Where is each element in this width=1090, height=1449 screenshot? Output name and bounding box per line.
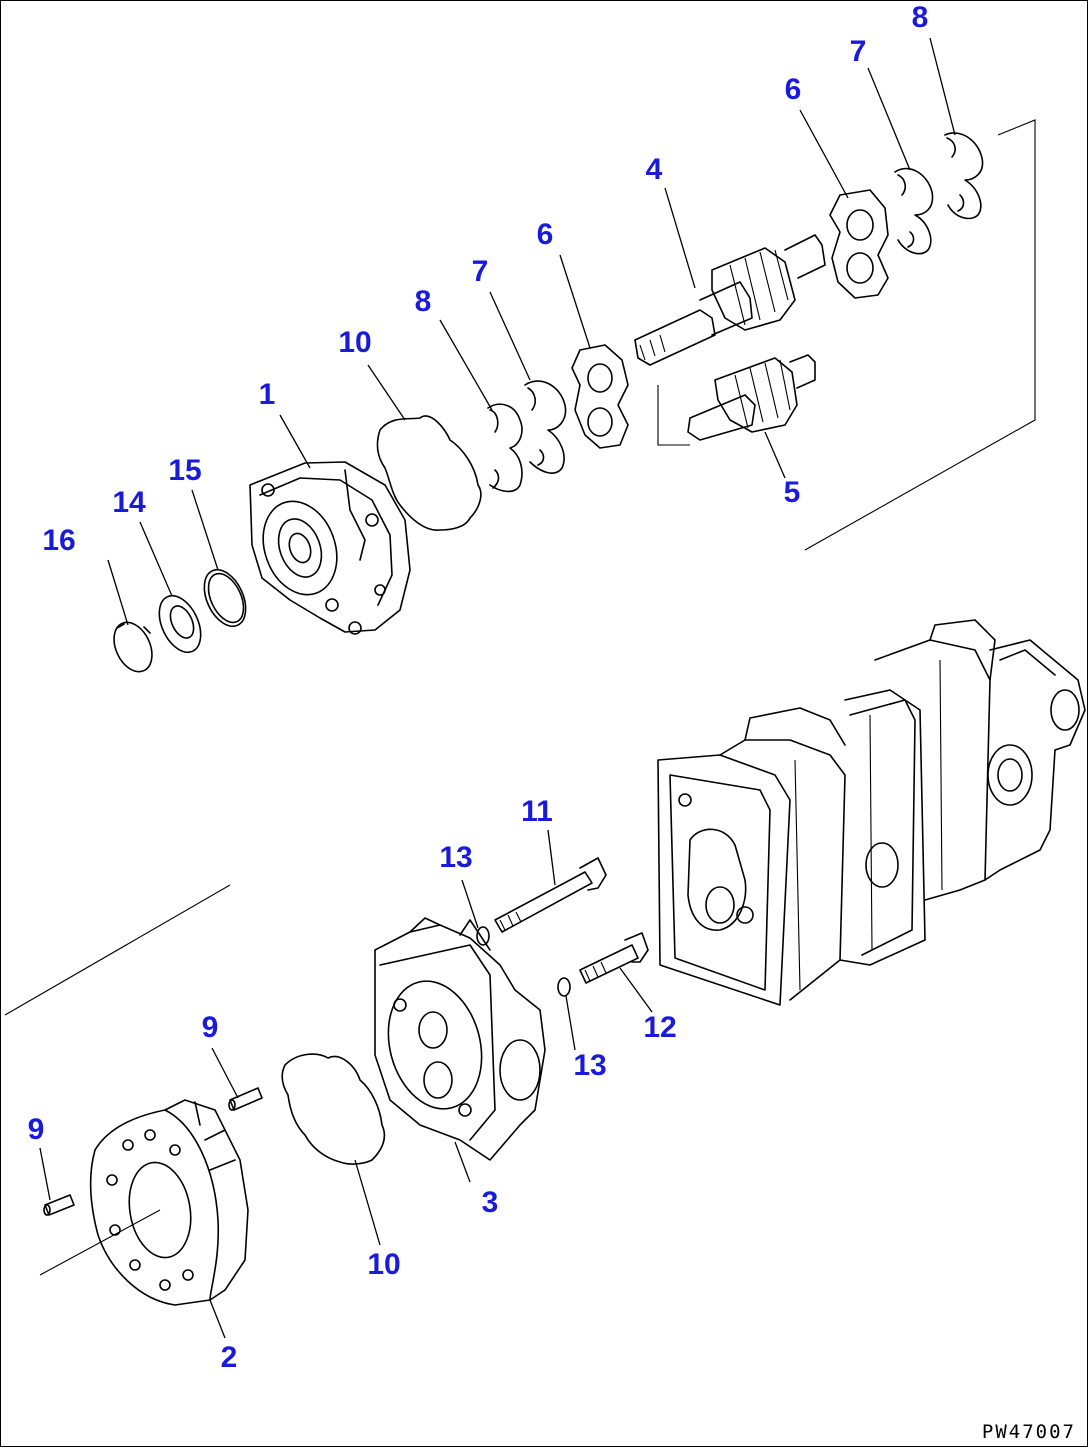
gasket-10-lower bbox=[281, 1053, 386, 1165]
bolt-11 bbox=[494, 857, 607, 933]
callout-12: 12 bbox=[643, 1011, 677, 1044]
gasket-10-upper bbox=[376, 415, 482, 531]
wear-plate-6-right bbox=[829, 189, 889, 299]
wear-plate-6-upper bbox=[571, 344, 629, 449]
callout-7b: 7 bbox=[849, 35, 867, 68]
callout-16: 16 bbox=[42, 524, 76, 557]
callout-6a: 6 bbox=[536, 218, 554, 251]
dowel-pin-9-lower bbox=[43, 1194, 75, 1216]
drawing-code: PW47007 bbox=[981, 1421, 1076, 1443]
callout-7a: 7 bbox=[471, 255, 489, 288]
callout-13b: 13 bbox=[573, 1049, 607, 1082]
seal-7-right bbox=[894, 167, 934, 255]
callout-15: 15 bbox=[168, 454, 202, 487]
front-cover-1 bbox=[249, 461, 411, 635]
callout-3: 3 bbox=[481, 1186, 499, 1219]
callout-5: 5 bbox=[783, 476, 801, 509]
callout-9b: 9 bbox=[27, 1113, 45, 1146]
callout-9a: 9 bbox=[201, 1011, 219, 1044]
seal-7-upper bbox=[524, 380, 567, 474]
callout-13a: 13 bbox=[439, 841, 473, 874]
callout-11: 11 bbox=[521, 795, 553, 828]
callout-8a: 8 bbox=[414, 285, 432, 318]
callout-6b: 6 bbox=[784, 73, 802, 106]
callout-2: 2 bbox=[220, 1341, 238, 1374]
assembly-phantom-lines bbox=[4, 119, 1036, 1276]
drive-gear-shaft-4 bbox=[634, 234, 826, 366]
bearing-14 bbox=[158, 594, 202, 654]
retainer-8-upper bbox=[487, 403, 523, 493]
callout-8b: 8 bbox=[911, 1, 929, 34]
driven-gear-5 bbox=[687, 354, 816, 441]
callout-10a: 10 bbox=[338, 326, 372, 359]
callout-1: 1 bbox=[258, 378, 276, 411]
rear-body-3 bbox=[374, 917, 546, 1161]
snap-ring-16 bbox=[113, 621, 153, 673]
callout-10b: 10 bbox=[367, 1248, 401, 1281]
callout-14: 14 bbox=[112, 486, 146, 519]
leader-lines bbox=[39, 37, 956, 1339]
pump-assembly-body bbox=[657, 619, 1086, 1006]
o-ring-15 bbox=[203, 568, 247, 628]
rear-cover-2 bbox=[89, 1099, 249, 1306]
dowel-pin-9-upper bbox=[228, 1087, 263, 1111]
retainer-8-right bbox=[944, 132, 984, 220]
callout-4: 4 bbox=[645, 153, 663, 186]
bolt-12 bbox=[579, 932, 649, 984]
washer-13-upper bbox=[476, 926, 490, 946]
washer-13-lower bbox=[557, 977, 571, 997]
